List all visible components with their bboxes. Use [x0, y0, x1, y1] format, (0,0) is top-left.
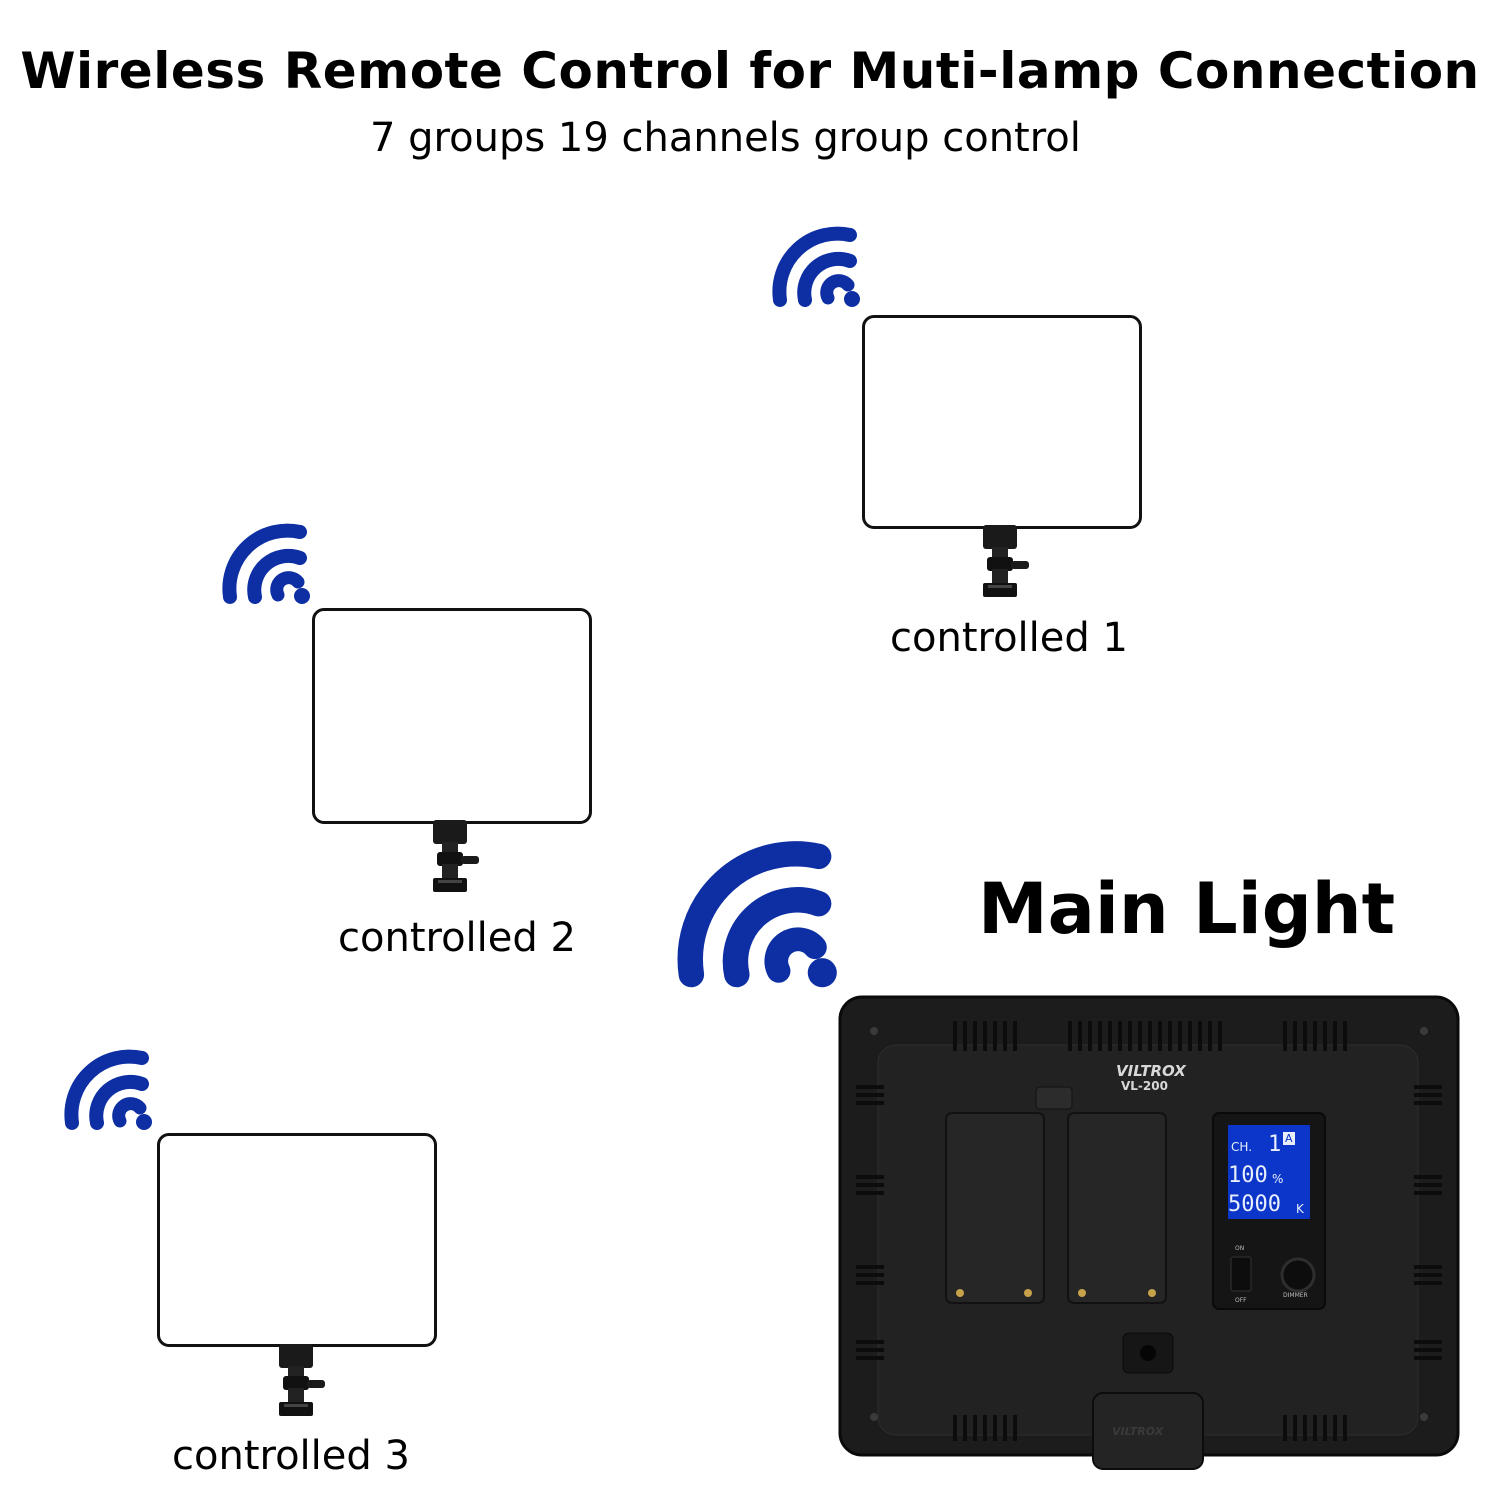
lcd-group: A — [1283, 1132, 1295, 1145]
lcd-brightness: 100 — [1228, 1163, 1268, 1188]
bottom-brand: VILTROX — [1112, 1425, 1164, 1438]
lcd-channel-value: 1 — [1268, 1132, 1282, 1157]
shoe-mount-icon — [433, 820, 479, 892]
controlled-light-1-label: controlled 1 — [890, 615, 1128, 661]
lcd-color-temp-unit: K — [1296, 1202, 1304, 1216]
controlled-light-2-panel — [312, 608, 592, 824]
page-subtitle: 7 groups 19 channels group control — [370, 115, 1081, 161]
shoe-mount-icon — [279, 1344, 325, 1416]
shoe-mount-icon — [983, 525, 1029, 597]
lcd-channel-label: CH. — [1231, 1140, 1253, 1154]
controlled-light-3-label: controlled 3 — [172, 1433, 410, 1479]
wifi-signal-icon — [52, 1048, 162, 1138]
wifi-signal-icon — [655, 835, 855, 1005]
main-light-label: Main Light — [978, 868, 1396, 950]
controlled-light-1-panel — [862, 315, 1142, 529]
switch-off-label: OFF — [1235, 1297, 1247, 1304]
dimmer-label: DIMMER — [1283, 1292, 1308, 1299]
brand-logo: VILTROX — [1116, 1062, 1186, 1080]
controlled-light-3-panel — [157, 1133, 437, 1347]
page-title: Wireless Remote Control for Muti-lamp Co… — [20, 42, 1480, 100]
switch-on-label: ON — [1235, 1245, 1245, 1252]
wifi-signal-icon — [760, 225, 870, 315]
wifi-signal-icon — [210, 522, 320, 612]
lcd-brightness-unit: % — [1272, 1172, 1284, 1186]
controlled-light-2-label: controlled 2 — [338, 915, 576, 961]
lcd-color-temp: 5000 — [1228, 1192, 1281, 1217]
model-label: VL-200 — [1121, 1079, 1168, 1093]
